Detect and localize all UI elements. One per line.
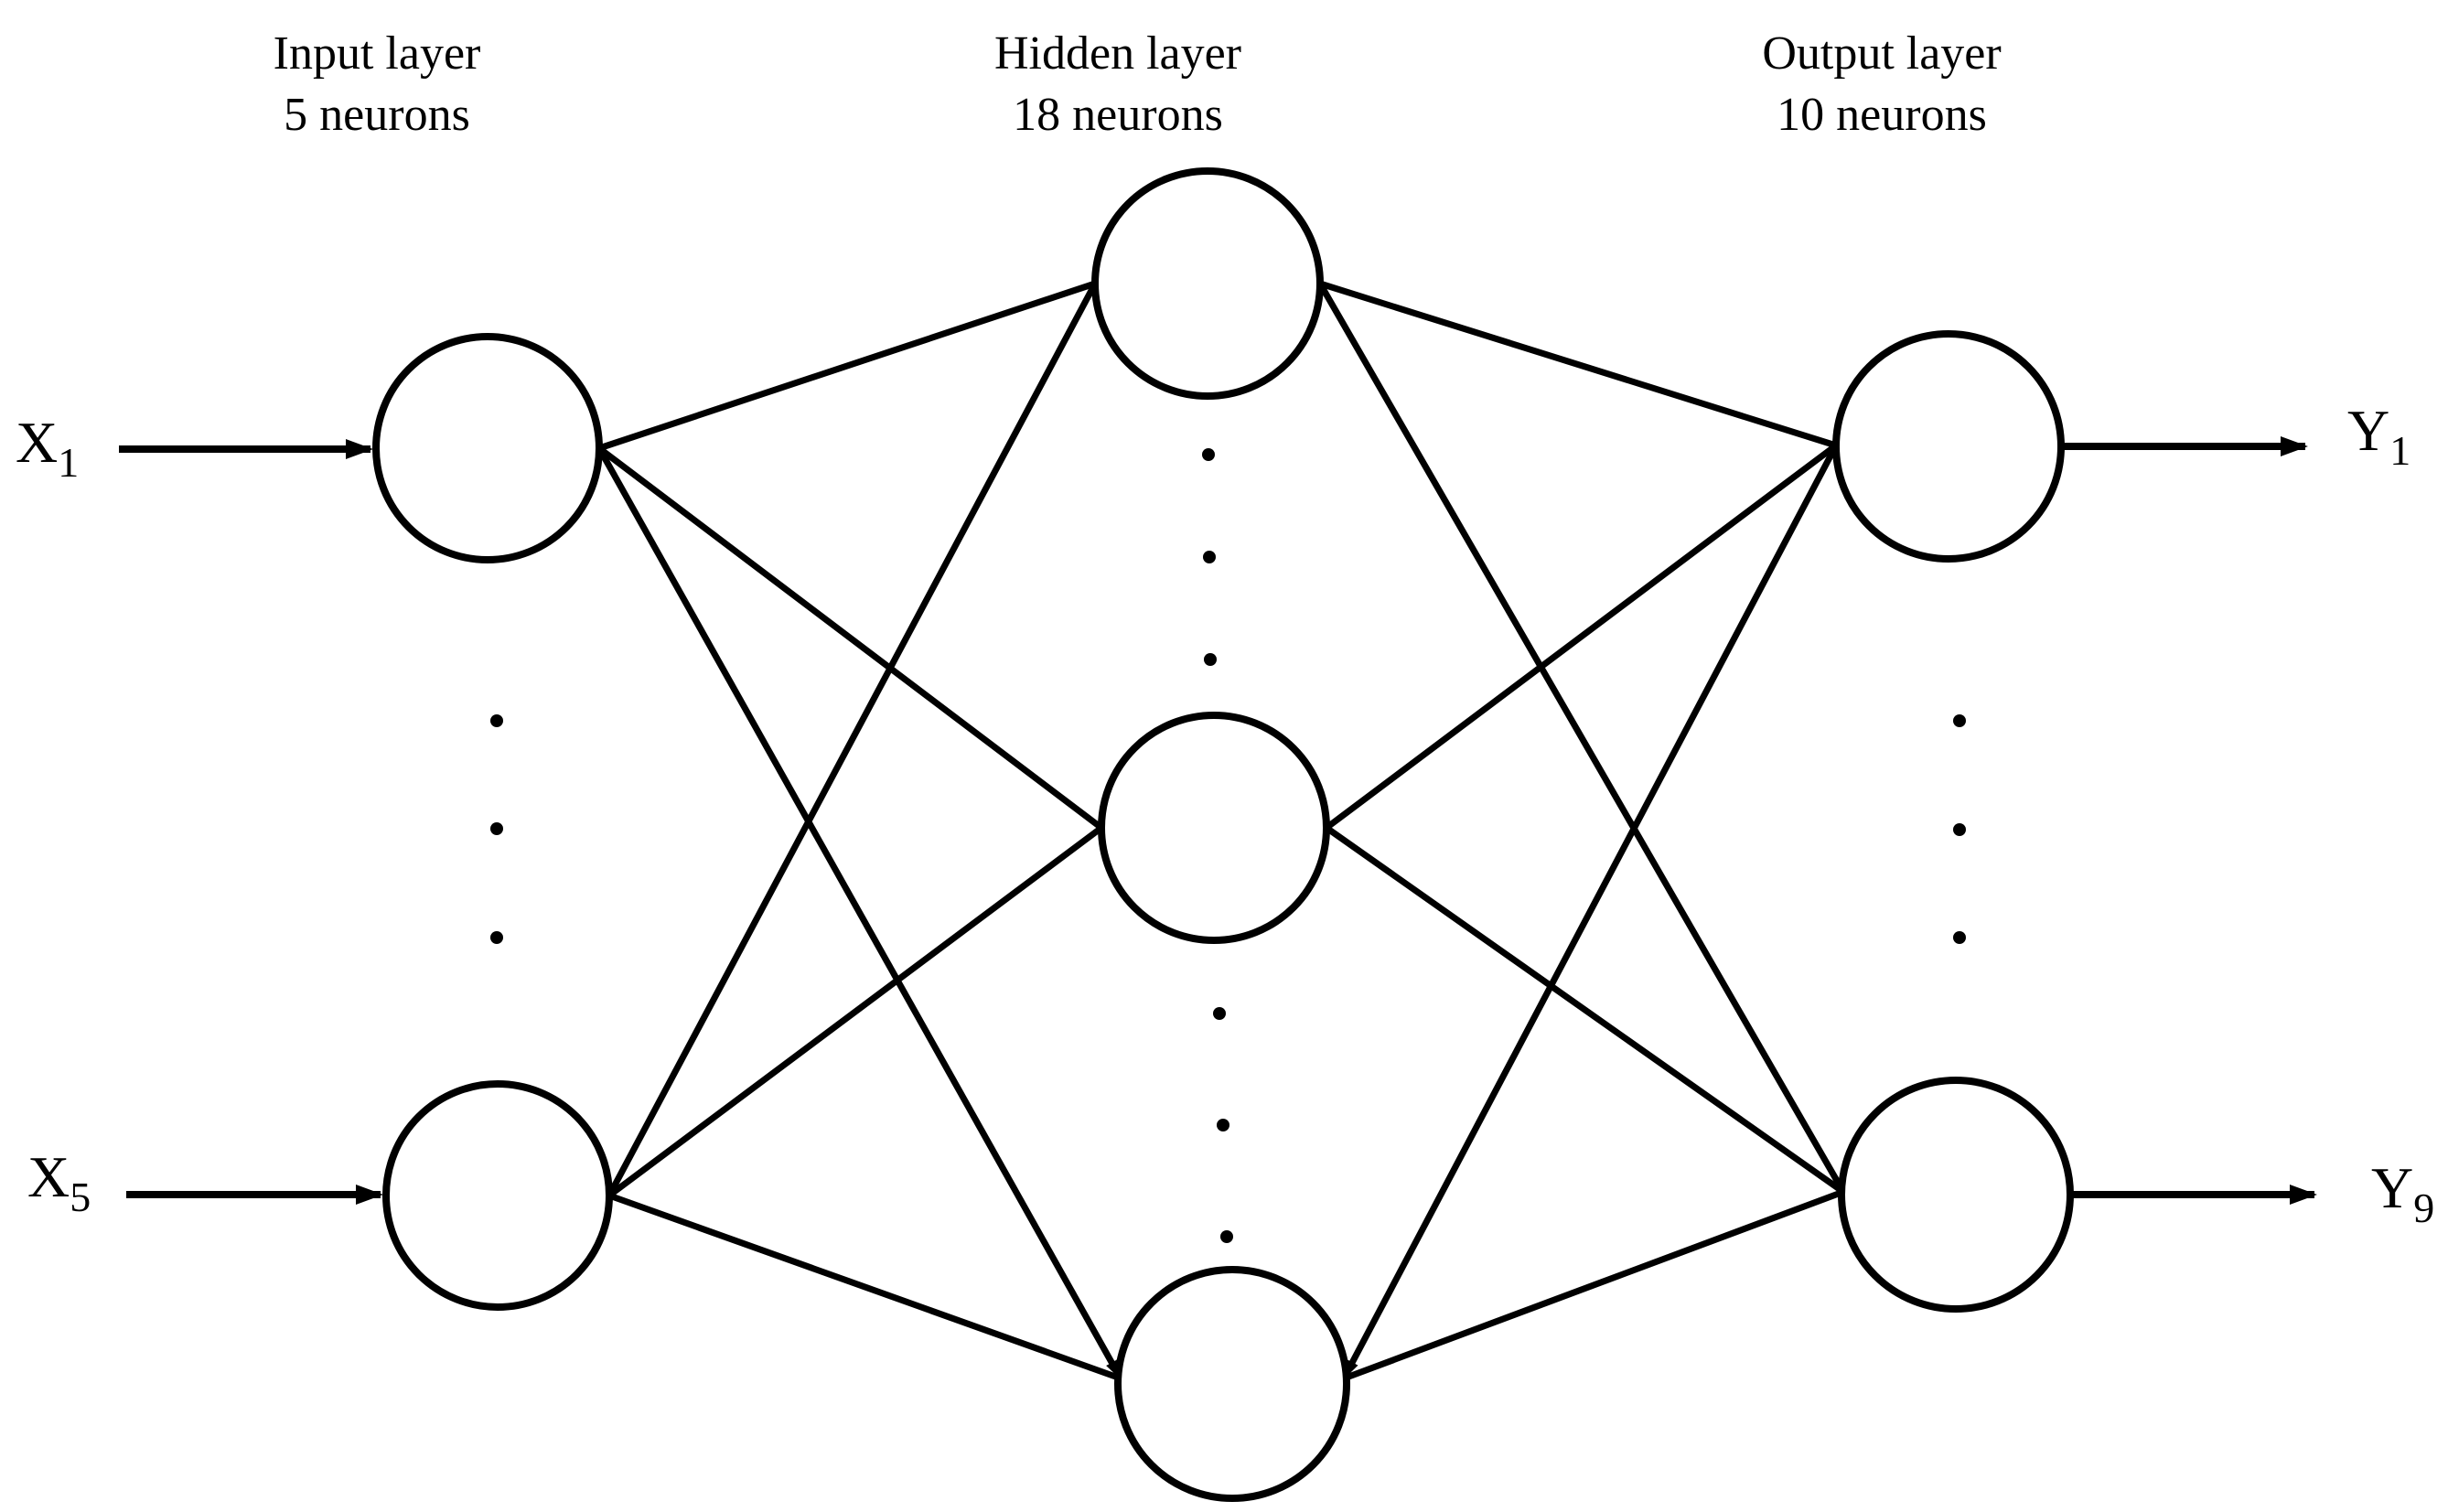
label-y9-sub: 9	[2413, 1185, 2434, 1231]
connection-line	[607, 1192, 1122, 1382]
ellipsis-dot	[490, 931, 503, 944]
connection-line	[1316, 282, 1847, 1194]
label-x1-base: X	[16, 410, 58, 475]
connection-line	[597, 280, 1097, 452]
connection-line	[1324, 443, 1839, 831]
label-x5: X5	[27, 1144, 91, 1220]
io-labels: X1 X5 Y1 Y9	[16, 398, 2434, 1231]
connection-line-arrow	[1340, 444, 1840, 1380]
ellipsis-dot	[1953, 823, 1966, 836]
input-neuron-top	[372, 333, 603, 563]
output-layer-nodes	[1832, 330, 2074, 1313]
output-ellipsis-dots	[1953, 714, 1966, 944]
ellipsis-dot	[1953, 714, 1966, 727]
hidden-neuron-bottom	[1114, 1266, 1350, 1502]
input-neuron-bottom	[382, 1080, 613, 1311]
ellipsis-dot	[1203, 551, 1216, 563]
input-layer-title-line2: 5 neurons	[284, 89, 470, 141]
ellipsis-dot	[1220, 1230, 1233, 1243]
connection-line	[1324, 825, 1846, 1195]
hidden-layer-nodes	[1091, 167, 1350, 1502]
layer-titles: Input layer 5 neurons Hidden layer 18 ne…	[274, 27, 2002, 141]
ellipsis-dot	[1202, 448, 1215, 461]
output-layer-title-line1: Output layer	[1762, 27, 2001, 80]
ellipsis-dot	[1213, 1007, 1226, 1020]
hidden-lower-ellipsis-dots	[1213, 1007, 1233, 1243]
input-hidden-connections	[596, 280, 1124, 1382]
ellipsis-dot	[490, 822, 503, 835]
label-y9-base: Y	[2371, 1155, 2413, 1220]
label-y1-sub: 1	[2389, 427, 2410, 474]
ellipsis-dot	[1953, 931, 1966, 944]
input-ellipsis-dots	[490, 714, 503, 944]
hidden-layer-title-line1: Hidden layer	[994, 27, 1241, 80]
output-neuron-bottom	[1838, 1077, 2074, 1313]
connection-line-arrow	[596, 446, 1124, 1380]
label-x1: X1	[16, 410, 79, 486]
label-x5-sub: 5	[70, 1174, 91, 1220]
hidden-output-connections	[1316, 280, 1847, 1382]
input-layer-nodes	[372, 333, 613, 1311]
connection-line	[1342, 1188, 1845, 1382]
label-x5-base: X	[27, 1144, 70, 1209]
connection-line	[606, 282, 1099, 1197]
output-layer-title-line2: 10 neurons	[1777, 89, 1987, 141]
output-arrows	[2062, 436, 2317, 1205]
output-neuron-top	[1832, 330, 2065, 563]
label-y9: Y9	[2371, 1155, 2434, 1231]
label-y1-base: Y	[2347, 398, 2389, 463]
input-arrows	[119, 439, 383, 1205]
label-x1-sub: 1	[58, 439, 79, 486]
connection-line	[596, 445, 1104, 831]
hidden-neuron-middle	[1098, 712, 1330, 944]
connection-line	[1318, 280, 1838, 449]
input-layer-title-line1: Input layer	[274, 27, 481, 80]
connection-line	[607, 825, 1104, 1198]
hidden-upper-ellipsis-dots	[1202, 448, 1217, 666]
ellipsis-dot	[490, 714, 503, 727]
ellipsis-dot	[1217, 1119, 1229, 1131]
hidden-layer-title-line2: 18 neurons	[1013, 89, 1223, 141]
hidden-neuron-top	[1091, 167, 1324, 400]
ellipsis-dot	[1204, 653, 1217, 666]
label-y1: Y1	[2347, 398, 2410, 474]
